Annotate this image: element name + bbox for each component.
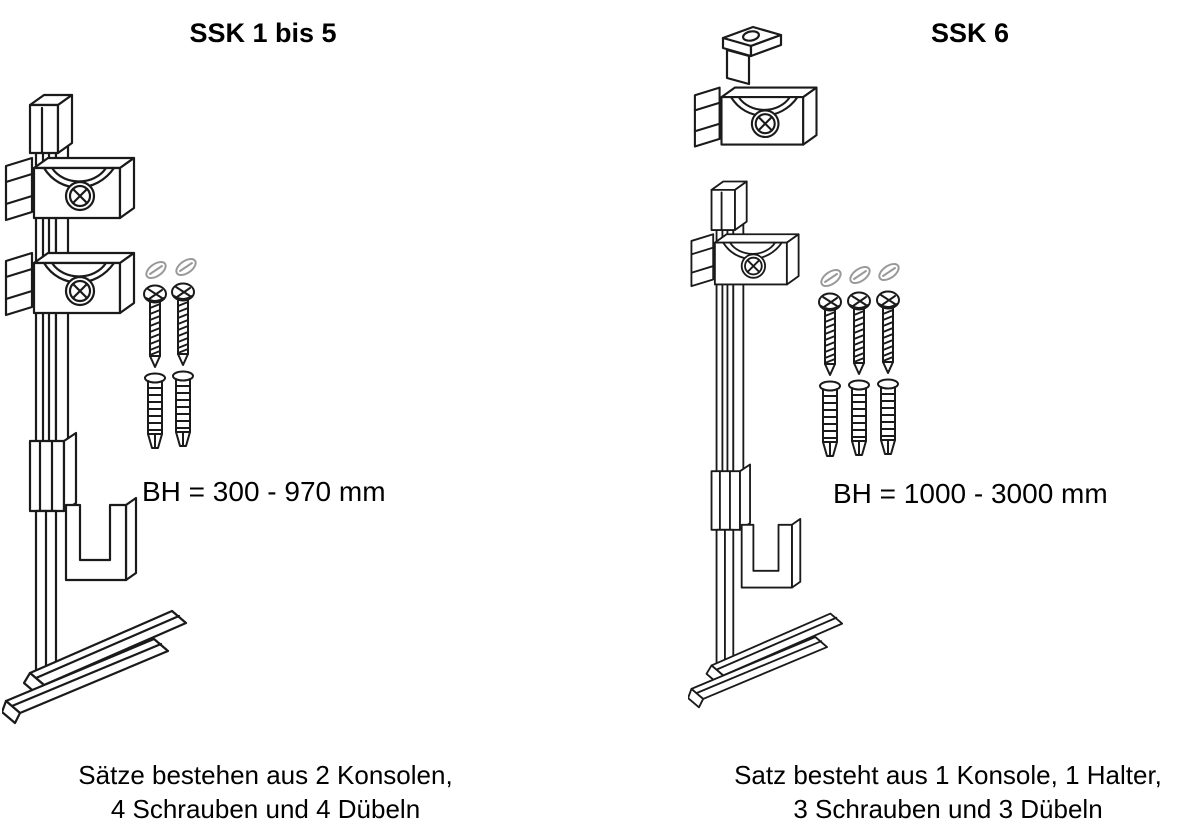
bh-range-label-ssk-6: BH = 1000 - 3000 mm <box>833 478 1108 509</box>
holder-tab <box>721 25 783 86</box>
caption-line: 3 Schrauben und 3 Dübeln <box>793 794 1103 824</box>
wall-plugs-group <box>144 370 194 449</box>
holder-drawing-ssk-6 <box>693 25 818 148</box>
screw-icon <box>171 282 195 366</box>
wall-plugs-group <box>819 378 899 457</box>
hardware-drawing-ssk-1-5 <box>142 254 200 449</box>
screws-group <box>143 282 195 368</box>
screw-icon <box>847 291 871 375</box>
caption-line: Satz besteht aus 1 Konsole, 1 Halter, <box>734 760 1162 790</box>
caption-line: 4 Schrauben und 4 Dübeln <box>110 794 421 824</box>
washer-icon <box>172 254 200 280</box>
clamp-icon <box>4 251 136 317</box>
caption-line: Sätze bestehen aus 2 Konsolen, <box>78 760 453 790</box>
washers-group <box>817 259 903 291</box>
wall-plug-icon <box>172 370 194 447</box>
screw-icon <box>876 290 900 374</box>
wall-plug-icon <box>877 378 899 455</box>
washer-icon <box>875 259 903 285</box>
title-ssk-1-5: SSK 1 bis 5 <box>189 18 337 49</box>
caption-ssk-6: Satz besteht aus 1 Konsole, 1 Halter, 3 … <box>698 758 1198 826</box>
title-ssk-6: SSK 6 <box>930 18 1010 49</box>
washer-icon <box>817 265 845 291</box>
bh-range-label-ssk-1-5: BH = 300 - 970 mm <box>142 476 386 507</box>
screw-icon <box>818 292 842 376</box>
clamp-icon <box>693 86 818 148</box>
wall-plug-icon <box>819 380 841 457</box>
washer-icon <box>142 257 170 283</box>
wall-plug-icon <box>848 379 870 456</box>
wall-plug-icon <box>144 372 166 449</box>
washers-group <box>142 254 200 283</box>
clamp-icon <box>690 233 800 288</box>
screw-icon <box>143 284 167 368</box>
hardware-drawing-ssk-6 <box>817 259 903 457</box>
screws-group <box>818 290 900 376</box>
clamp-icon <box>4 156 136 222</box>
washer-icon <box>846 262 874 288</box>
caption-ssk-1-5: Sätze bestehen aus 2 Konsolen, 4 Schraub… <box>13 758 518 826</box>
